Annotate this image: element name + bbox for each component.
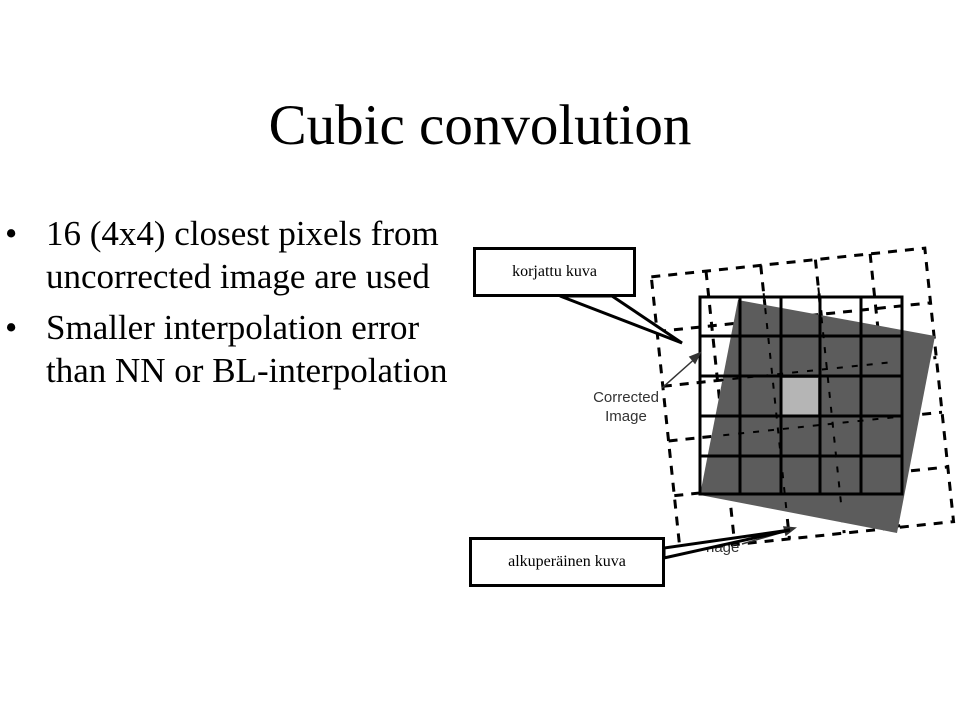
bullet-item: • 16 (4x4) closest pixels from uncorrect… xyxy=(0,212,470,298)
callout-tail-corrected xyxy=(559,294,683,345)
bullet-marker: • xyxy=(5,214,18,253)
bullet-text: Smaller interpolation error than NN or B… xyxy=(46,308,448,390)
bullet-list: • 16 (4x4) closest pixels from uncorrect… xyxy=(0,212,470,400)
bullet-marker: • xyxy=(5,308,18,347)
corrected-image-grid xyxy=(698,295,904,496)
callout-original: alkuperäinen kuva xyxy=(469,537,665,587)
callout-corrected: korjattu kuva xyxy=(473,247,636,297)
original-grid-overlay xyxy=(717,287,903,513)
corrected-image-label-line1: Corrected xyxy=(593,389,659,406)
corrected-image-label-line2: Image xyxy=(605,408,647,425)
center-pixel xyxy=(782,378,818,416)
bullet-item: • Smaller interpolation error than NN or… xyxy=(0,306,470,392)
bullet-text: 16 (4x4) closest pixels from uncorrected… xyxy=(46,214,439,296)
slide-title: Cubic convolution xyxy=(268,94,692,157)
